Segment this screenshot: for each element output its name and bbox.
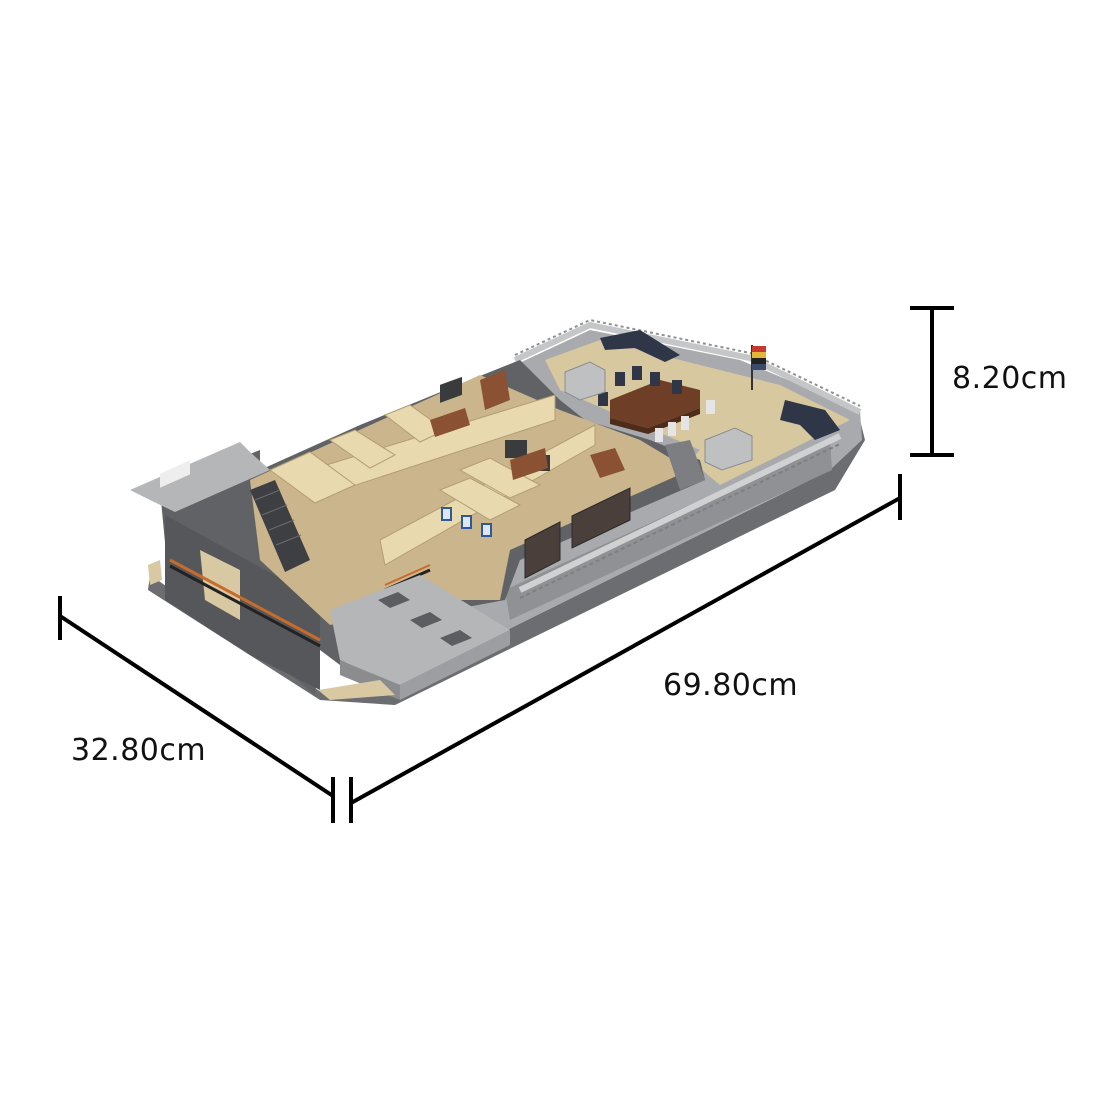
dimension-lines [58,306,954,823]
height-dimension-label: 8.20cm [952,361,1068,396]
brick-model [130,318,865,705]
width-dimension-line [58,614,335,798]
length-dimension-line [350,496,901,805]
width-dimension-label: 32.80cm [71,733,207,768]
length-dimension-label: 69.80cm [663,668,799,703]
